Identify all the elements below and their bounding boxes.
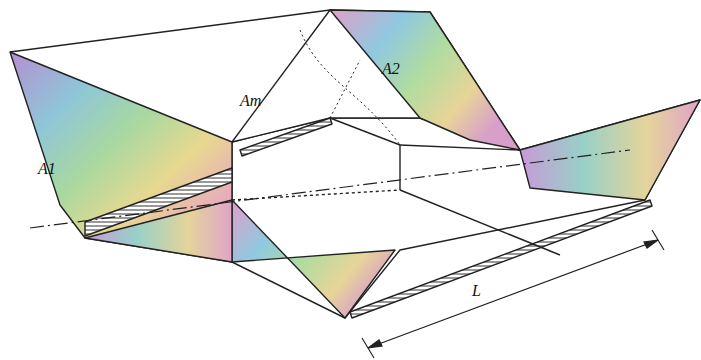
area-label: Am: [238, 92, 263, 110]
area-label: A1: [36, 160, 58, 178]
area-label: L: [470, 282, 483, 300]
area-label: A2: [380, 60, 402, 78]
